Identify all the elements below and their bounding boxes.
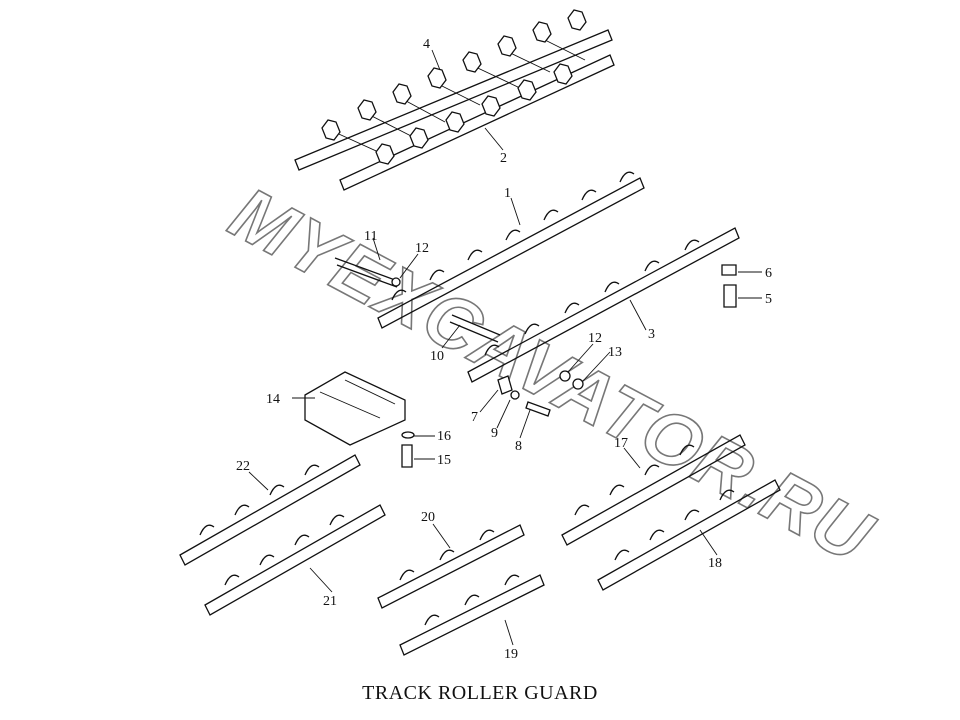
watermark: MYEXCAVATOR.RU — [217, 171, 886, 579]
washer-16 — [401, 431, 415, 439]
nut-6 — [721, 264, 737, 276]
washer-9 — [510, 390, 520, 400]
callout-11: 11 — [364, 229, 377, 244]
callout-21: 21 — [323, 594, 337, 609]
callout-13: 13 — [608, 345, 622, 360]
bolt-8 — [525, 401, 551, 417]
callout-17: 17 — [614, 436, 628, 451]
part-19-rail — [399, 574, 545, 656]
bolt-15 — [401, 444, 413, 468]
callout-1: 1 — [504, 186, 511, 201]
part-17-rail — [561, 434, 746, 546]
callout-10: 10 — [430, 349, 444, 364]
callout-16: 16 — [437, 429, 451, 444]
callout-8: 8 — [515, 439, 522, 454]
callout-6: 6 — [765, 266, 772, 281]
callout-15: 15 — [437, 453, 451, 468]
part-22-rail — [179, 454, 361, 566]
callout-20: 20 — [421, 510, 435, 525]
part-4-frame — [321, 9, 587, 165]
diagram-title: TRACK ROLLER GUARD — [362, 682, 598, 704]
part-18-rail — [597, 479, 781, 591]
callout-14: 14 — [266, 392, 280, 407]
part-20-rail — [377, 524, 525, 609]
part-14-bracket — [304, 371, 406, 446]
callout-3: 3 — [648, 327, 655, 342]
callout-18: 18 — [708, 556, 722, 571]
bolt-5 — [723, 284, 737, 308]
callout-7: 7 — [471, 410, 478, 425]
callout-22: 22 — [236, 459, 250, 474]
part-3-rail — [467, 227, 740, 383]
callout-9: 9 — [491, 426, 498, 441]
part-21-rail — [204, 504, 386, 616]
clip-7 — [497, 375, 513, 395]
part-1-rail — [377, 171, 645, 329]
bolt-11 — [334, 257, 398, 288]
callout-2: 2 — [500, 151, 507, 166]
washer-12 — [391, 277, 571, 382]
nut-13 — [572, 378, 584, 390]
callout-12-b: 12 — [588, 331, 602, 346]
callout-12: 12 — [415, 241, 429, 256]
part-2-rail — [294, 29, 615, 191]
callout-19: 19 — [504, 647, 518, 662]
callout-4: 4 — [423, 37, 430, 52]
callout-5: 5 — [765, 292, 772, 307]
leader-lines — [248, 49, 762, 646]
pin-10 — [449, 314, 501, 343]
